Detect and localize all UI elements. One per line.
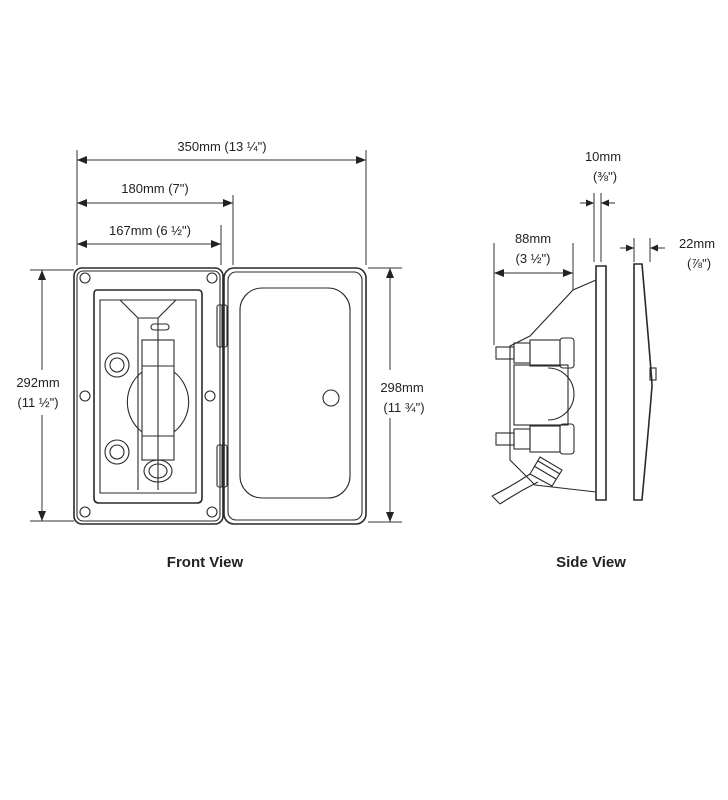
dimension-label-22-in: (⅞")	[687, 256, 711, 271]
cover-lid	[223, 267, 367, 525]
side-top-dimensions: 10mm (⅜") 88mm (3 ½") 22mm (⅞")	[493, 149, 715, 345]
caption-side-view: Side View	[556, 554, 626, 571]
dimension-label-180: 180mm (7")	[121, 181, 188, 196]
dimension-label-88-in: (3 ½")	[516, 251, 551, 266]
side-hose	[491, 473, 539, 505]
dimension-label-167: 167mm (6 ½")	[109, 223, 191, 238]
dimension-label-298-in: (11 ¾")	[383, 400, 424, 415]
side-cover	[633, 263, 653, 501]
front-right-dimension: 298mm (11 ¾")	[368, 267, 425, 523]
dimension-label-10-in: (⅜")	[593, 169, 617, 184]
dimension-label-292-mm: 292mm	[16, 375, 59, 390]
side-hose-coupling	[529, 456, 563, 487]
front-view-drawing	[73, 267, 367, 525]
side-fitting-bottom	[495, 432, 515, 446]
dimension-label-292-in: (11 ½")	[17, 395, 58, 410]
front-left-dimension: 292mm (11 ½")	[16, 269, 74, 522]
lid-latch	[322, 389, 340, 407]
side-fitting-top	[495, 346, 515, 360]
dimension-label-10-mm: 10mm	[585, 149, 621, 164]
dimension-label-22-mm: 22mm	[679, 236, 715, 251]
dimension-label-298-mm: 298mm	[380, 380, 423, 395]
dimension-label-350: 350mm (13 ¼")	[177, 139, 266, 154]
dimension-label-88-mm: 88mm	[515, 231, 551, 246]
caption-front-view: Front View	[167, 554, 244, 571]
front-top-dimensions: 350mm (13 ¼") 180mm (7") 167mm (6 ½")	[76, 139, 367, 265]
base-plate	[73, 267, 224, 525]
side-flange	[595, 265, 607, 501]
side-view-drawing	[491, 263, 657, 505]
